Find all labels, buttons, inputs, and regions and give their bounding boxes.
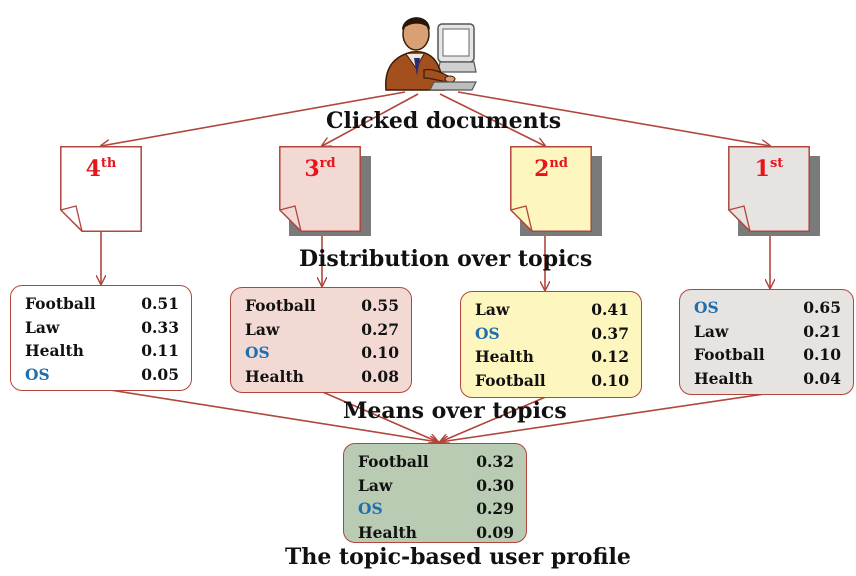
- label-means-over-topics: Means over topics: [343, 398, 567, 424]
- document-1: 1st: [728, 146, 820, 236]
- label-clicked-documents: Clicked documents: [326, 108, 562, 134]
- document-rank: 4th: [85, 156, 117, 182]
- document-2: 2nd: [510, 146, 602, 236]
- label-distribution-over-topics: Distribution over topics: [299, 246, 593, 272]
- document-4: 4th: [60, 146, 142, 232]
- person-at-computer-icon: [385, 17, 477, 91]
- document-rank: 2nd: [534, 156, 568, 182]
- document-3: 3rd: [279, 146, 371, 236]
- document-rank: 3rd: [304, 156, 336, 182]
- document-rank: 1st: [754, 156, 784, 182]
- label-topic-based-user-profile: The topic-based user profile: [285, 544, 631, 570]
